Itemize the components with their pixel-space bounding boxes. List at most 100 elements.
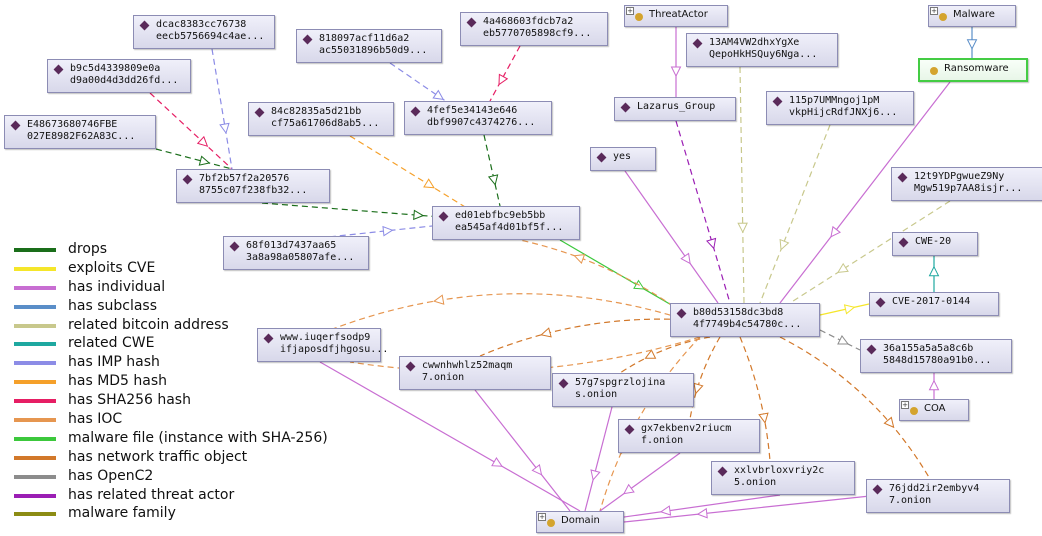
legend-swatch: [14, 455, 56, 460]
expand-icon[interactable]: +: [930, 7, 938, 15]
individual-icon: [10, 120, 21, 131]
legend-swatch: [14, 493, 56, 498]
legend-swatch: [14, 380, 56, 385]
edge-indiv-iuqe: [319, 361, 581, 512]
legend-swatch: [14, 361, 56, 366]
edge-drops-4fef: [483, 134, 501, 207]
individual-icon: [717, 466, 728, 477]
edge-rta-lazarus: [675, 120, 731, 304]
node-yes[interactable]: yes: [590, 147, 656, 171]
individual-icon: [302, 34, 313, 45]
node-lazarus-group[interactable]: Lazarus_Group: [614, 97, 736, 121]
individual-icon: [897, 172, 908, 183]
individual-icon: [898, 237, 909, 248]
node-cwe-20[interactable]: CWE-20: [892, 232, 978, 256]
class-icon: [547, 519, 555, 527]
edge-subclass-malware: [966, 27, 978, 58]
edge-indiv-57g7: [584, 406, 613, 512]
edge-ioc-iuqe: [329, 293, 681, 331]
node-threat-actor[interactable]: + ThreatActor: [624, 5, 728, 27]
edge-imp-8180: [389, 62, 467, 116]
individual-icon: [772, 96, 783, 107]
class-icon: [910, 407, 918, 415]
node-coa[interactable]: + COA: [899, 399, 969, 421]
individual-icon: [872, 484, 883, 495]
edge-net-gx7e: [689, 336, 721, 420]
node-domain[interactable]: + Domain: [536, 511, 624, 533]
edge-net-xxlv: [739, 336, 771, 462]
class-icon: [635, 13, 643, 21]
node-cve-2017-0144[interactable]: CVE-2017-0144: [869, 292, 999, 316]
class-icon: [930, 67, 938, 75]
legend-swatch: [14, 304, 56, 309]
individual-icon: [410, 106, 421, 117]
individual-icon: [466, 17, 477, 28]
node-ransomware[interactable]: Ransomware: [918, 58, 1028, 82]
individual-icon: [558, 378, 569, 389]
individual-icon: [438, 211, 449, 222]
edge-indiv-xxlv: [609, 494, 781, 520]
individual-icon: [875, 297, 886, 308]
individual-icon: [254, 107, 265, 118]
edge-net-76jd: [779, 336, 931, 480]
edge-md5-84c8: [349, 135, 471, 211]
legend-swatch: [14, 399, 56, 404]
edge-btc-115p: [759, 124, 831, 304]
edge-btc-12t9: [789, 200, 951, 304]
legend-swatch: [14, 436, 56, 441]
edge-ioc-ed01: [519, 239, 691, 319]
class-icon: [939, 13, 947, 21]
individual-icon: [676, 308, 687, 319]
edge-net-cwwn: [479, 318, 691, 357]
edge-indiv-coa: [928, 373, 940, 399]
legend-swatch: [14, 248, 56, 252]
expand-icon[interactable]: +: [626, 7, 634, 15]
edge-indiv-ransom: [779, 81, 951, 304]
individual-icon: [139, 20, 150, 31]
edge-indiv-ta: [670, 27, 682, 97]
individual-icon: [53, 64, 64, 75]
legend-swatch: [14, 323, 56, 328]
individual-icon: [182, 174, 193, 185]
individual-icon: [405, 361, 416, 372]
edge-indiv-yes: [624, 170, 719, 304]
expand-icon[interactable]: +: [538, 513, 546, 521]
individual-icon: [263, 333, 274, 344]
individual-icon: [620, 102, 631, 113]
legend-swatch: [14, 474, 56, 479]
legend-swatch: [14, 266, 56, 271]
individual-icon: [692, 38, 703, 49]
individual-icon: [596, 152, 607, 163]
edge-openc2: [819, 329, 861, 351]
edge-btc-13am: [737, 66, 748, 304]
edge-sha-4a46: [489, 45, 521, 102]
node-malware[interactable]: + Malware: [928, 5, 1016, 27]
edge-exploits-cve: [819, 303, 870, 316]
expand-icon[interactable]: +: [901, 401, 909, 409]
legend-swatch: [14, 418, 56, 423]
legend-swatch: [14, 512, 56, 517]
edge-net-57g7: [619, 336, 711, 374]
edge-imp-dcac: [211, 48, 233, 170]
